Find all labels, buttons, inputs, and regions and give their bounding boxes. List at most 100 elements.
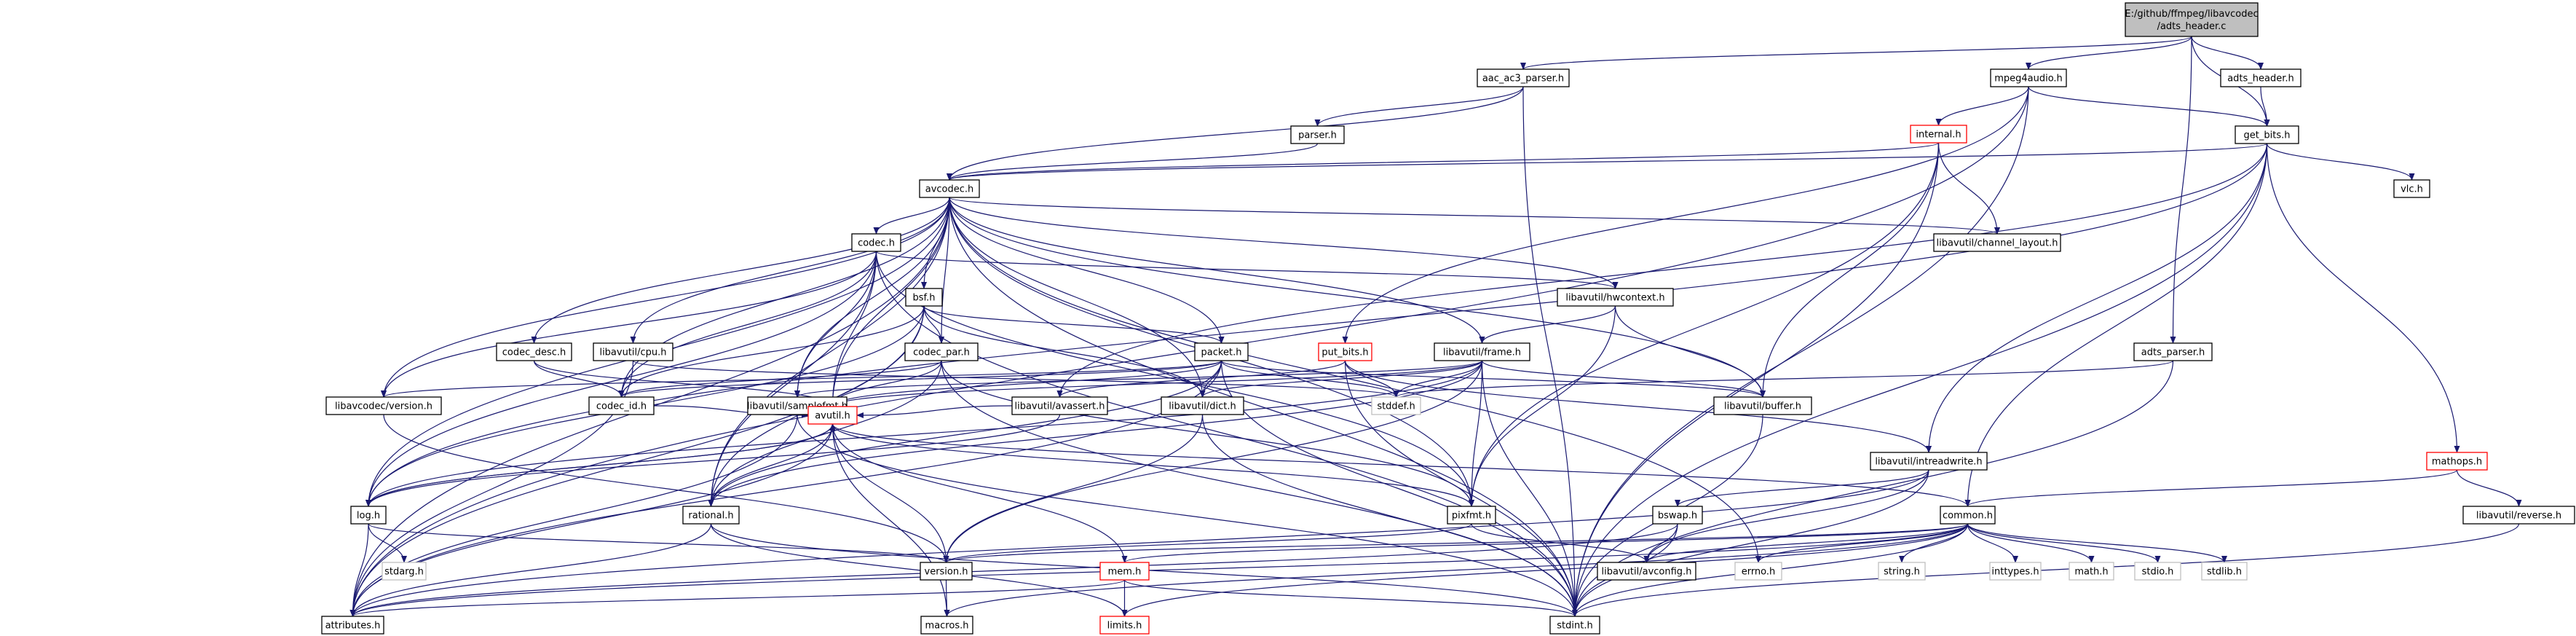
node-packet[interactable]: packet.h xyxy=(1194,342,1249,361)
node-log[interactable]: log.h xyxy=(350,506,387,525)
node-stdlib[interactable]: stdlib.h xyxy=(2201,562,2248,581)
node-label-rational: rational.h xyxy=(688,511,733,522)
node-cpu[interactable]: libavutil/cpu.h xyxy=(593,342,673,361)
node-label-stdint: stdint.h xyxy=(1557,621,1592,632)
node-box-mpeg4audio xyxy=(1990,68,2067,87)
node-avcodec[interactable]: avcodec.h xyxy=(919,179,980,198)
node-box-errno xyxy=(1734,562,1782,581)
edge-packet-to-avutil xyxy=(829,360,1222,407)
node-label-hwctx: libavutil/hwcontext.h xyxy=(1565,293,1664,304)
node-box-macros xyxy=(920,616,973,635)
node-mathops[interactable]: mathops.h xyxy=(2426,452,2488,471)
node-box-parser xyxy=(1290,125,1345,144)
node-adtsparser[interactable]: adts_parser.h xyxy=(2133,342,2213,361)
node-dict[interactable]: libavutil/dict.h xyxy=(1161,396,1244,415)
edge-avutil-to-pixfmt xyxy=(831,423,1474,507)
node-limits[interactable]: limits.h xyxy=(1099,616,1150,635)
edge-mpeg4audio-to-attributes xyxy=(349,86,2029,617)
node-mem[interactable]: mem.h xyxy=(1099,562,1150,581)
node-codec[interactable]: codec.h xyxy=(851,233,901,252)
node-errno[interactable]: errno.h xyxy=(1734,562,1782,581)
node-stddef[interactable]: stddef.h xyxy=(1371,396,1421,415)
edge-common-to-inttypes xyxy=(1967,523,2018,563)
edge-codecpar-to-pixfmt xyxy=(941,360,1474,507)
node-label-bsf: bsf.h xyxy=(912,293,935,304)
node-codecid[interactable]: codec_id.h xyxy=(588,396,655,415)
node-codecpar[interactable]: codec_par.h xyxy=(904,342,979,361)
node-stringh[interactable]: string.h xyxy=(1878,562,1926,581)
node-pixfmt[interactable]: pixfmt.h xyxy=(1447,506,1496,525)
edge-intrw-to-stdint xyxy=(1572,469,1929,617)
node-stdarg[interactable]: stdarg.h xyxy=(382,562,427,581)
edge-codec-to-codecid xyxy=(618,251,877,398)
node-label-avutil: avutil.h xyxy=(815,411,850,422)
node-avassert[interactable]: libavutil/avassert.h xyxy=(1011,396,1108,415)
node-reverse[interactable]: libavutil/reverse.h xyxy=(2462,506,2575,525)
edge-common-to-stdio xyxy=(1967,523,2161,563)
node-buffer[interactable]: libavutil/buffer.h xyxy=(1713,396,1812,415)
node-codecdesc[interactable]: codec_desc.h xyxy=(496,342,572,361)
node-attributes[interactable]: attributes.h xyxy=(321,616,384,635)
edge-log-to-attributes xyxy=(349,523,369,617)
node-getbits[interactable]: get_bits.h xyxy=(2235,125,2299,144)
node-box-codecpar xyxy=(904,342,979,361)
node-mpeg4audio[interactable]: mpeg4audio.h xyxy=(1990,68,2067,87)
node-box-chlayout xyxy=(1933,233,2061,252)
node-stdio[interactable]: stdio.h xyxy=(2134,562,2181,581)
node-label-codecpar: codec_par.h xyxy=(913,348,970,358)
edge-avcodec-to-errno xyxy=(949,197,1761,563)
node-macros[interactable]: macros.h xyxy=(920,616,973,635)
node-aac[interactable]: aac_ac3_parser.h xyxy=(1477,68,1570,87)
edge-frame-to-buffer xyxy=(1481,360,1766,398)
edge-bsf-to-attributes xyxy=(349,305,925,617)
edge-dict-to-stdint xyxy=(1201,414,1578,617)
node-label-vlc: vlc.h xyxy=(2401,184,2423,195)
node-hwctx[interactable]: libavutil/hwcontext.h xyxy=(1557,288,1674,307)
edge-frame-to-pixfmt xyxy=(1469,360,1483,507)
node-internal[interactable]: internal.h xyxy=(1910,125,1967,144)
node-putbits[interactable]: put_bits.h xyxy=(1318,342,1372,361)
edge-samplefmt-to-attributes xyxy=(349,414,798,617)
node-rational[interactable]: rational.h xyxy=(682,506,740,525)
node-box-bswap xyxy=(1652,506,1703,525)
edge-bsf-to-codecid xyxy=(618,305,925,398)
node-label-limits: limits.h xyxy=(1107,621,1142,632)
edge-avassert-to-avutil xyxy=(856,405,1013,418)
edge-common-to-stdlib xyxy=(1967,523,2227,563)
node-inttypes[interactable]: inttypes.h xyxy=(1989,562,2042,581)
node-bsf[interactable]: bsf.h xyxy=(905,288,943,307)
edge-root-to-aac xyxy=(1520,36,2192,70)
node-box-getbits xyxy=(2235,125,2299,144)
node-label-stringh: string.h xyxy=(1884,567,1920,578)
edge-log-to-version xyxy=(368,523,949,563)
edge-getbits-to-avassert xyxy=(1056,143,2268,398)
node-adtsh[interactable]: adts_header.h xyxy=(2220,68,2302,87)
node-root[interactable]: E:/github/ffmpeg/libavcodec/adts_header.… xyxy=(2125,2,2259,37)
node-parser[interactable]: parser.h xyxy=(1290,125,1345,144)
node-avutil[interactable]: avutil.h xyxy=(807,406,858,425)
node-vlc[interactable]: vlc.h xyxy=(2393,179,2430,198)
edge-reverse-to-stdint xyxy=(1572,523,2520,617)
node-avcver[interactable]: libavcodec/version.h xyxy=(325,396,442,415)
node-stdint[interactable]: stdint.h xyxy=(1549,616,1600,635)
edge-root-to-adtsh xyxy=(2191,36,2264,70)
node-label-avcver: libavcodec/version.h xyxy=(335,401,432,412)
edge-avcodec-to-cpu xyxy=(630,197,950,344)
node-label-buffer: libavutil/buffer.h xyxy=(1724,401,1801,412)
edge-codec-to-avcver xyxy=(381,251,877,398)
node-box-avconfig xyxy=(1597,562,1696,581)
node-box-reverse xyxy=(2462,506,2575,525)
node-label-adtsh: adts_header.h xyxy=(2227,74,2294,85)
node-box-vlc xyxy=(2393,179,2430,198)
node-common[interactable]: common.h xyxy=(1940,506,1996,525)
node-bswap[interactable]: bswap.h xyxy=(1652,506,1703,525)
node-box-rational xyxy=(682,506,740,525)
node-math[interactable]: math.h xyxy=(2069,562,2114,581)
node-chlayout[interactable]: libavutil/channel_layout.h xyxy=(1933,233,2061,252)
node-intrw[interactable]: libavutil/intreadwrite.h xyxy=(1870,452,1988,471)
node-version[interactable]: version.h xyxy=(920,562,973,581)
node-frame[interactable]: libavutil/frame.h xyxy=(1434,342,1530,361)
edge-bsf-to-codecpar xyxy=(923,305,944,344)
node-label-pixfmt: pixfmt.h xyxy=(1452,511,1491,522)
node-avconfig[interactable]: libavutil/avconfig.h xyxy=(1597,562,1696,581)
